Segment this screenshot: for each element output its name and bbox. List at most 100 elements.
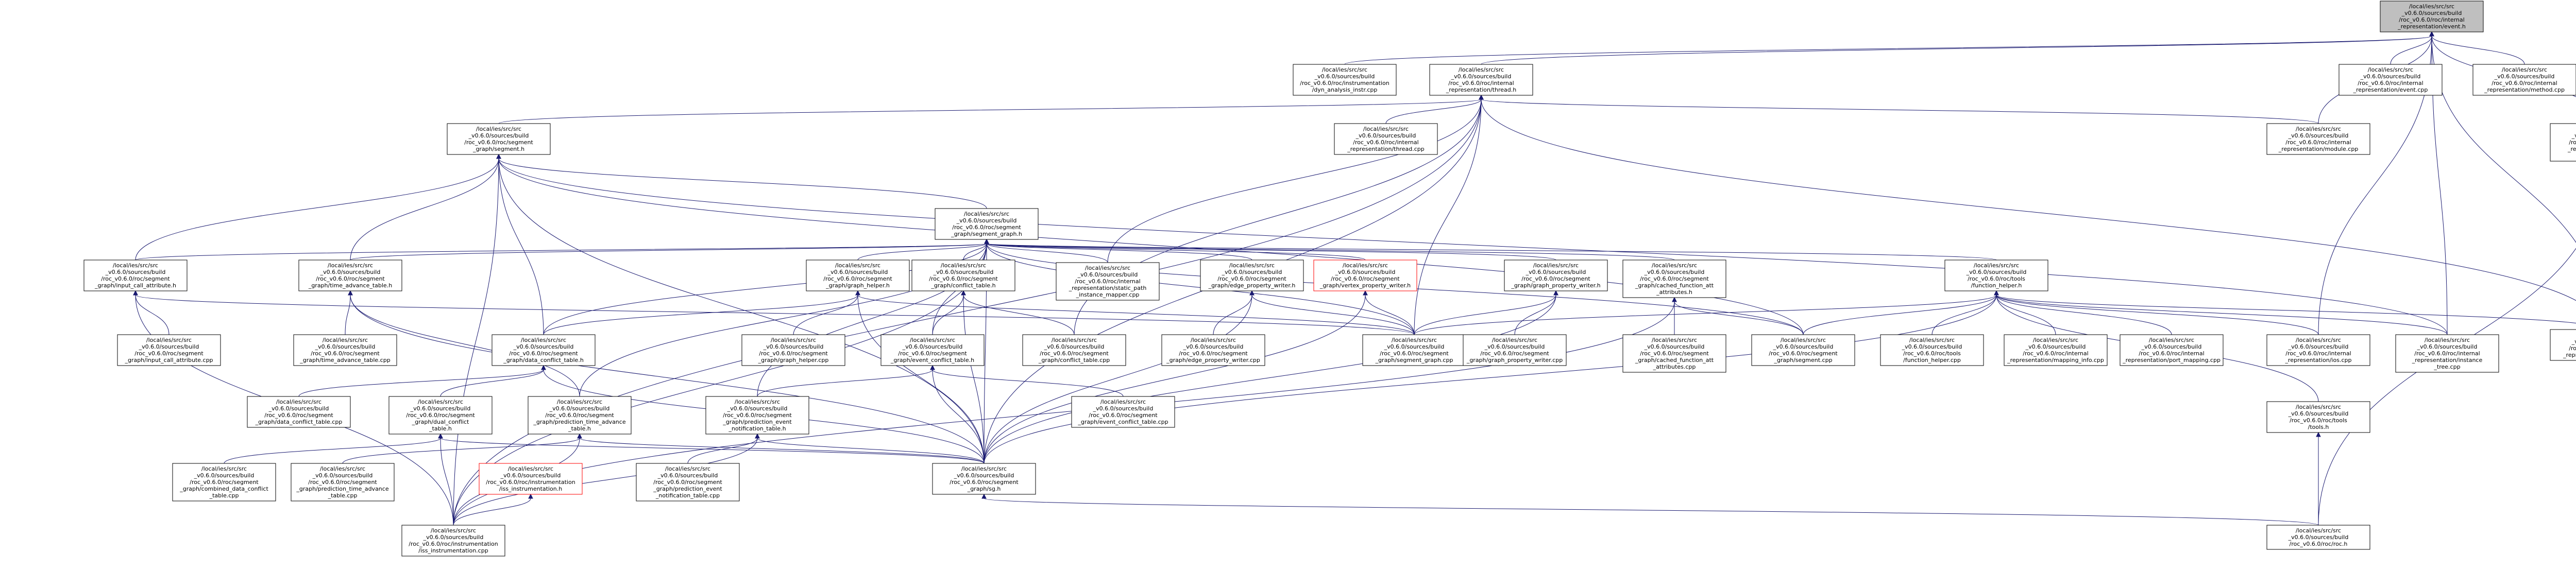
node-combined-data-conflict-table-cpp[interactable]: /local/ies/src/src_v0.6.0/sources/build/… [172,463,276,501]
node-box [705,396,809,435]
node-label-line: _v0.6.0/sources/build [1773,343,1834,350]
node-label-line: /local/ies/src/src [1052,337,1097,343]
edge-thread_cpp-to-thread_h [1385,94,1484,124]
edge-graphs_h-to-graph_prop_h [984,290,1558,464]
node-edge-property-writer-h[interactable]: /local/ies/src/src_v0.6.0/sources/build/… [1200,259,1304,291]
node-function-helper-cpp[interactable]: /local/ies/src/src_v0.6.0/sources/build/… [1880,334,1984,366]
node-segment-cpp[interactable]: /local/ies/src/src_v0.6.0/sources/build/… [1751,334,1855,366]
node-thread-cpp[interactable]: /local/ies/src/src_v0.6.0/sources/build/… [1334,123,1438,155]
node-tools-h[interactable]: /local/ies/src/src_v0.6.0/sources/build/… [2266,401,2370,433]
node-label-line: _graph/graph_helper.h [825,282,890,289]
edge-module_cpp-to-thread_h [1479,94,2319,124]
node-label-line: _graph/data_conflict_table.h [503,357,584,364]
node-label-line: /local/ies/src/src [1909,337,1955,343]
edge-segment_cpp-to-function_helper_h [1803,290,1999,335]
node-label-line: /roc_v0.6.0/roc/segment [1217,275,1286,282]
node-graph-property-writer-cpp[interactable]: /local/ies/src/src_v0.6.0/sources/build/… [1463,334,1567,366]
node-label-line: _graph/input_call_attribute.cpp [124,357,213,364]
node-mapping-info-cpp[interactable]: /local/ies/src/src_v0.6.0/sources/build/… [2004,334,2108,366]
node-input-call-attribute-h[interactable]: /local/ies/src/src_v0.6.0/sources/build/… [83,259,188,291]
node-vertex-property-writer-h[interactable]: /local/ies/src/src_v0.6.0/sources/build/… [1313,259,1417,291]
node-label-line: /function_helper.h [1971,282,2022,289]
node-data-conflict-table-cpp[interactable]: /local/ies/src/src_v0.6.0/sources/build/… [247,396,351,428]
node-prediction-time-advance-table-h[interactable]: /local/ies/src/src_v0.6.0/sources/build/… [528,396,632,435]
node-label-line: /local/ies/src/src [476,126,521,132]
node-box [806,259,910,291]
edge-graphs_h-to-graph_helper_h [855,290,985,464]
node-label-line: _graph/time_advance_table.h [308,282,392,289]
node-label-line: _v0.6.0/sources/build [933,269,994,275]
node-method-cpp[interactable]: /local/ies/src/src_v0.6.0/sources/build/… [2472,64,2576,96]
node-label-line: /local/ies/src/src [418,399,463,405]
node-label-line: _graph/graph_helper.cpp [758,357,829,364]
node-label-line: _v0.6.0/sources/build [2401,10,2462,16]
node-box [2266,123,2370,155]
node-event-conflict-table-cpp[interactable]: /local/ies/src/src_v0.6.0/sources/build/… [1071,396,1175,428]
node-iss-instrumentation-cpp[interactable]: /local/ies/src/src_v0.6.0/sources/build/… [401,525,505,557]
node-event-h[interactable]: /local/ies/src/src_v0.6.0/sources/build/… [2380,1,2484,32]
node-event-conflict-table-h[interactable]: /local/ies/src/src_v0.6.0/sources/build/… [880,334,985,366]
node-box [528,396,632,435]
node-label-line: /local/ies/src/src [328,262,373,269]
node-label-line: /roc_v0.6.0/roc/segment [311,350,380,357]
node-function-helper-h[interactable]: /local/ies/src/src_v0.6.0/sources/build/… [1944,259,2048,291]
node-label-line: _graph/segment.cpp [1773,357,1832,364]
node-label-line: _v0.6.0/sources/build [902,343,963,350]
node-label-line: /local/ies/src/src [1343,262,1388,269]
node-static-path-instance-mapper-cpp[interactable]: /local/ies/src/src_v0.6.0/sources/build/… [1056,262,1160,301]
node-module-cpp[interactable]: /local/ies/src/src_v0.6.0/sources/build/… [2266,123,2370,155]
node-design-cpp[interactable]: /local/ies/src/src_v0.6.0/sources/build/… [2550,329,2576,361]
node-conflict-table-h[interactable]: /local/ies/src/src_v0.6.0/sources/build/… [911,259,1015,291]
node-prediction-event-notification-table-h[interactable]: /local/ies/src/src_v0.6.0/sources/build/… [705,396,809,435]
edge-graphs_h-to-pred_event_notif_h [755,433,985,464]
edge-iss_instr_cpp-to-dual_conflict_h [438,433,454,526]
node-segment-h[interactable]: /local/ies/src/src_v0.6.0/sources/build/… [447,123,551,155]
node-dual-conflict-table-h[interactable]: /local/ies/src/src_v0.6.0/sources/build/… [388,396,493,435]
node-label-line: _graph/graph_property_writer.h [1511,282,1600,289]
node-cached-function-attributes-cpp[interactable]: /local/ies/src/src_v0.6.0/sources/build/… [1622,334,1726,373]
node-label-line: _v0.6.0/sources/build [1044,343,1105,350]
node-port-mapping-cpp[interactable]: /local/ies/src/src_v0.6.0/sources/build/… [2120,334,2224,366]
node-segment-graph-cpp[interactable]: /local/ies/src/src_v0.6.0/sources/build/… [1362,334,1466,366]
edge-function_helper_h-to-segment_graph_h [984,238,1997,261]
node-data-conflict-table-h[interactable]: /local/ies/src/src_v0.6.0/sources/build/… [492,334,596,366]
node-segment-graph-h[interactable]: /local/ies/src/src_v0.6.0/sources/build/… [935,208,1039,240]
node-representation-h[interactable]: /local/ies/src/src_v0.6.0/sources/build/… [2550,123,2576,162]
node-ios-cpp[interactable]: /local/ies/src/src_v0.6.0/sources/build/… [2266,334,2370,366]
node-instance-tree-cpp[interactable]: /local/ies/src/src_v0.6.0/sources/build/… [2395,334,2499,373]
node-conflict-table-cpp[interactable]: /local/ies/src/src_v0.6.0/sources/build/… [1022,334,1126,366]
node-time-advance-table-cpp[interactable]: /local/ies/src/src_v0.6.0/sources/build/… [293,334,397,366]
node-box [1622,334,1726,373]
edge-graph_helper_h-to-segment_graph_h [857,238,989,261]
node-label-line: /roc_v0.6.0/roc/segment [1521,275,1590,282]
node-graph-property-writer-h[interactable]: /local/ies/src/src_v0.6.0/sources/build/… [1504,259,1608,291]
node-roc-h[interactable]: /local/ies/src/src_v0.6.0/sources/build/… [2266,525,2370,550]
node-iss-instrumentation-h[interactable]: /local/ies/src/src_v0.6.0/sources/build/… [479,463,583,495]
node-dyn-analysis-instr-cpp[interactable]: /local/ies/src/src_v0.6.0/sources/build/… [1293,64,1397,96]
edge-graph_prop_cpp-to-graph_prop_h [1514,290,1558,335]
node-prediction-event-notification-table-cpp[interactable]: /local/ies/src/src_v0.6.0/sources/build/… [636,463,740,501]
node-label-line: /roc_v0.6.0/roc/instrumentation [409,541,498,547]
node-event-cpp[interactable]: /local/ies/src/src_v0.6.0/sources/build/… [2338,64,2443,96]
node-edge-property-writer-cpp[interactable]: /local/ies/src/src_v0.6.0/sources/build/… [1161,334,1265,366]
node-graphs-h[interactable]: /local/ies/src/src_v0.6.0/sources/build/… [932,463,1036,495]
node-label-line: /local/ies/src/src [2502,66,2547,73]
node-graph-helper-h[interactable]: /local/ies/src/src_v0.6.0/sources/build/… [806,259,910,291]
node-label-line: _representation/instance [2412,357,2483,364]
node-label-line: /roc_v0.6.0/roc/segment [264,412,333,419]
node-cached-function-attributes-h[interactable]: /local/ies/src/src_v0.6.0/sources/build/… [1622,259,1726,298]
file-nodes: /local/ies/src/src_v0.6.0/sources/build/… [83,1,2576,557]
node-input-call-attribute-cpp[interactable]: /local/ies/src/src_v0.6.0/sources/build/… [117,334,221,366]
node-time-advance-table-h[interactable]: /local/ies/src/src_v0.6.0/sources/build/… [298,259,402,291]
node-label-line: /roc_v0.6.0/roc/segment [190,479,259,486]
node-label-line: /roc_v0.6.0/roc/segment [1179,350,1248,357]
node-label-line: /roc_v0.6.0/roc/segment [464,139,533,146]
node-box [1313,259,1417,291]
node-label-line: _v0.6.0/sources/build [105,269,166,275]
node-label-line: /local/ies/src/src [276,399,321,405]
node-graph-helper-cpp[interactable]: /local/ies/src/src_v0.6.0/sources/build/… [741,334,845,366]
node-label-line: _v0.6.0/sources/build [1335,269,1396,275]
node-prediction-time-advance-table-cpp[interactable]: /local/ies/src/src_v0.6.0/sources/build/… [291,463,395,501]
node-label-line: _graph/cached_function_att [1635,357,1714,364]
node-thread-h[interactable]: /local/ies/src/src_v0.6.0/sources/build/… [1429,64,1533,96]
